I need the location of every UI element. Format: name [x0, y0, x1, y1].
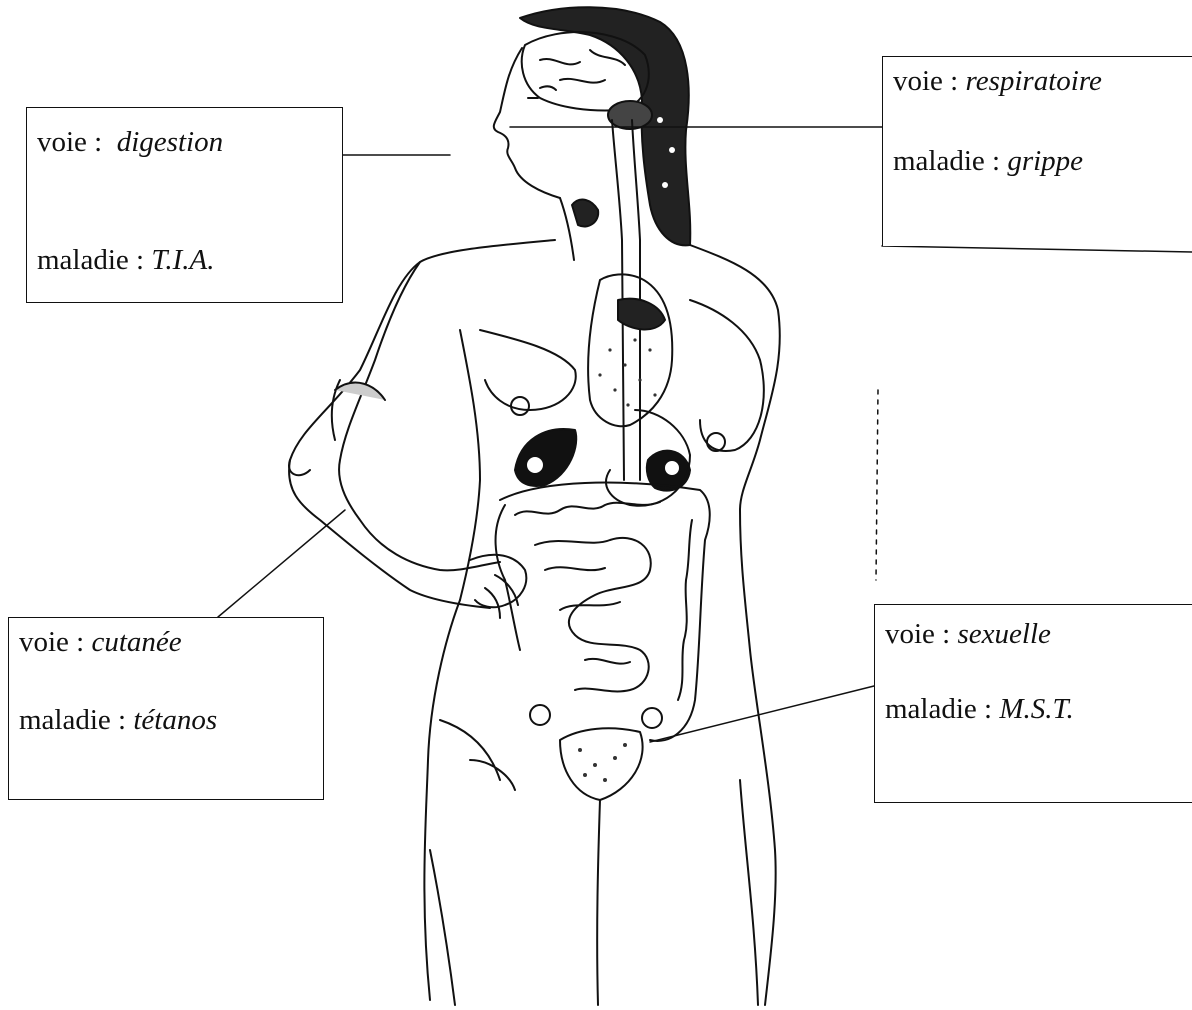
voie-line: voie : respiratoire	[893, 67, 1102, 96]
maladie-value: M.S.T.	[999, 693, 1073, 725]
maladie-value: tétanos	[133, 704, 217, 736]
maladie-line: maladie : grippe	[893, 147, 1083, 176]
maladie-line: maladie : M.S.T.	[885, 695, 1074, 724]
torso-outline	[289, 240, 780, 1005]
voie-line: voie : cutanée	[19, 628, 182, 657]
voie-value: respiratoire	[966, 65, 1102, 97]
maladie-label: maladie :	[893, 145, 1000, 177]
voie-line: voie : sexuelle	[885, 620, 1051, 649]
leader-line-cutanee	[218, 510, 345, 617]
label-box-sexuelle: voie : sexuelle maladie : M.S.T.	[874, 604, 1192, 803]
kidneys	[515, 429, 690, 491]
maladie-line: maladie : T.I.A.	[37, 246, 214, 275]
label-box-respiratoire: voie : respiratoire maladie : grippe	[882, 56, 1192, 246]
maladie-value: T.I.A.	[151, 244, 214, 276]
pelvis	[440, 705, 662, 800]
voie-line: voie : digestion	[37, 128, 223, 157]
colon	[496, 483, 710, 741]
dashed-line	[876, 390, 878, 580]
voie-label: voie :	[37, 126, 102, 158]
maladie-label: maladie :	[37, 244, 144, 276]
head	[494, 48, 560, 198]
thyroid	[572, 200, 598, 227]
heart-and-lungs	[588, 274, 672, 426]
label-box-cutanee: voie : cutanée maladie : tétanos	[8, 617, 324, 800]
voie-value: digestion	[117, 126, 223, 158]
respiratoire-box-bottom-line	[882, 246, 1192, 252]
voie-value: cutanée	[92, 626, 182, 658]
maladie-label: maladie :	[885, 693, 992, 725]
arm	[289, 262, 500, 608]
label-box-digestion: voie : digestion maladie : T.I.A.	[26, 107, 343, 303]
voie-label: voie :	[885, 618, 950, 650]
legs	[430, 780, 758, 1005]
maladie-line: maladie : tétanos	[19, 706, 217, 735]
voie-value: sexuelle	[958, 618, 1051, 650]
maladie-label: maladie :	[19, 704, 126, 736]
voie-label: voie :	[893, 65, 958, 97]
maladie-value: grippe	[1007, 145, 1083, 177]
voie-label: voie :	[19, 626, 84, 658]
small-intestine	[535, 538, 651, 692]
